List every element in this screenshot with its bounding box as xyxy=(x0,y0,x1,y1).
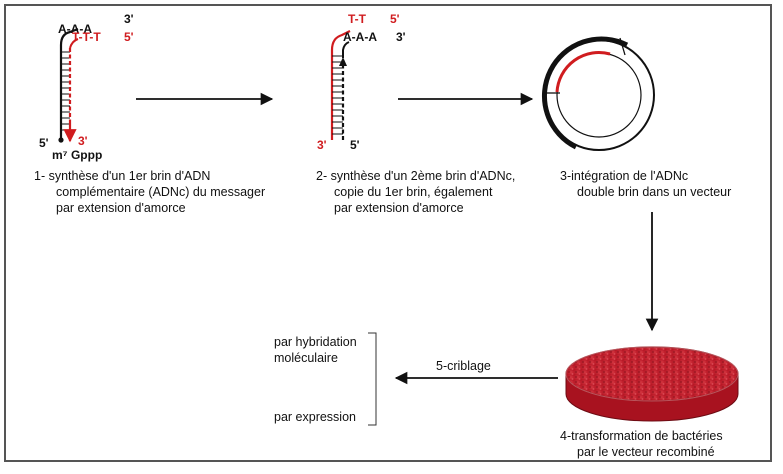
step5-label: 5-criblage xyxy=(436,359,491,373)
petri-dish xyxy=(565,346,739,422)
screening-hybridation-line2: moléculaire xyxy=(274,351,338,365)
step1-caption-line1: 1- synthèse d'un 1er brin d'ADN xyxy=(34,169,211,183)
second-strand-head xyxy=(339,57,347,66)
screening-hybridation-line1: par hybridation xyxy=(274,335,357,349)
screening-bracket xyxy=(368,332,377,426)
step2-5prime-end: 5' xyxy=(350,138,360,152)
step1-caption-line2: complémentaire (ADNc) du messager xyxy=(56,185,266,199)
screening-expression: par expression xyxy=(274,410,356,424)
step1-5prime-red: 5' xyxy=(124,30,134,44)
step1-3prime-end: 3' xyxy=(78,134,88,148)
mrna-strand xyxy=(59,27,79,138)
step2-caption-line1: 2- synthèse d'un 2ème brin d'ADNc, xyxy=(316,169,516,183)
second-strand-loop xyxy=(342,41,350,58)
step4-caption-line2: par le vecteur recombiné xyxy=(577,445,715,459)
cdna-insert-arc xyxy=(555,51,611,93)
step2-caption-line2: copie du 1er brin, également xyxy=(334,185,493,199)
step3-caption-line2: double brin dans un vecteur xyxy=(577,185,732,199)
dish-rim xyxy=(565,346,739,402)
step1-caption-line3: par extension d'amorce xyxy=(56,201,186,215)
step2-3prime-end: 3' xyxy=(317,138,327,152)
step1-cap: m⁷ Gppp xyxy=(52,148,103,162)
step4-caption-line1: 4-transformation de bactéries xyxy=(560,429,723,443)
step1-3prime-top: 3' xyxy=(124,12,134,26)
cap-dot xyxy=(58,137,64,143)
vector-thick-arc xyxy=(541,36,629,150)
step1-5prime-end: 5' xyxy=(39,136,49,150)
step2-polyA: A-A-A xyxy=(343,30,377,44)
first-strand xyxy=(330,30,351,140)
vector-plasmid xyxy=(541,36,655,151)
step3-caption-line1: 3-intégration de l'ADNc xyxy=(560,169,689,183)
step1-molecule xyxy=(58,27,79,143)
step2-red-seq: T-T xyxy=(348,12,366,26)
insert-junction-top xyxy=(619,37,626,56)
hybrid-rungs xyxy=(61,51,70,131)
step2-caption-line3: par extension d'amorce xyxy=(334,201,464,215)
step2-5prime-red: 5' xyxy=(390,12,400,26)
step2-3prime-black: 3' xyxy=(396,30,406,44)
step2-molecule xyxy=(330,30,351,140)
step1-oligo-dt: T-T-T xyxy=(72,30,101,44)
step1-polyA: A-A-A xyxy=(58,22,92,36)
primer-tail xyxy=(69,38,79,49)
duplex-rungs xyxy=(332,55,343,135)
